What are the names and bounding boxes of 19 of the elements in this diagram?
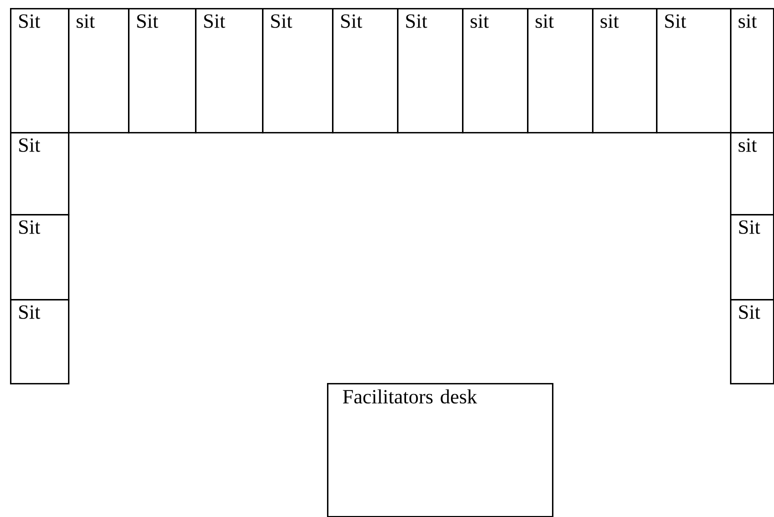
seat-box: Sit [730,298,774,384]
seat-box: Sit [10,132,70,216]
seat-box: sit [527,8,594,134]
seat-box: sit [730,132,774,216]
desk-box: Facilitators desk [327,382,554,517]
seat-box: Sit [128,8,196,134]
seat-box: Sit [10,214,70,300]
seat-box: sit [592,8,658,134]
seat-box: sit [730,8,774,134]
seat-box: Sit [656,8,732,134]
seat-box: Sit [397,8,464,134]
seat-box: Sit [195,8,264,134]
seat-box: Sit [10,298,70,384]
seat-box: Sit [332,8,398,134]
seat-box: Sit [262,8,334,134]
seat-box: Sit [730,214,774,300]
seat-box: Sit [10,8,70,134]
seat-box: sit [68,8,130,134]
seat-box: sit [462,8,528,134]
